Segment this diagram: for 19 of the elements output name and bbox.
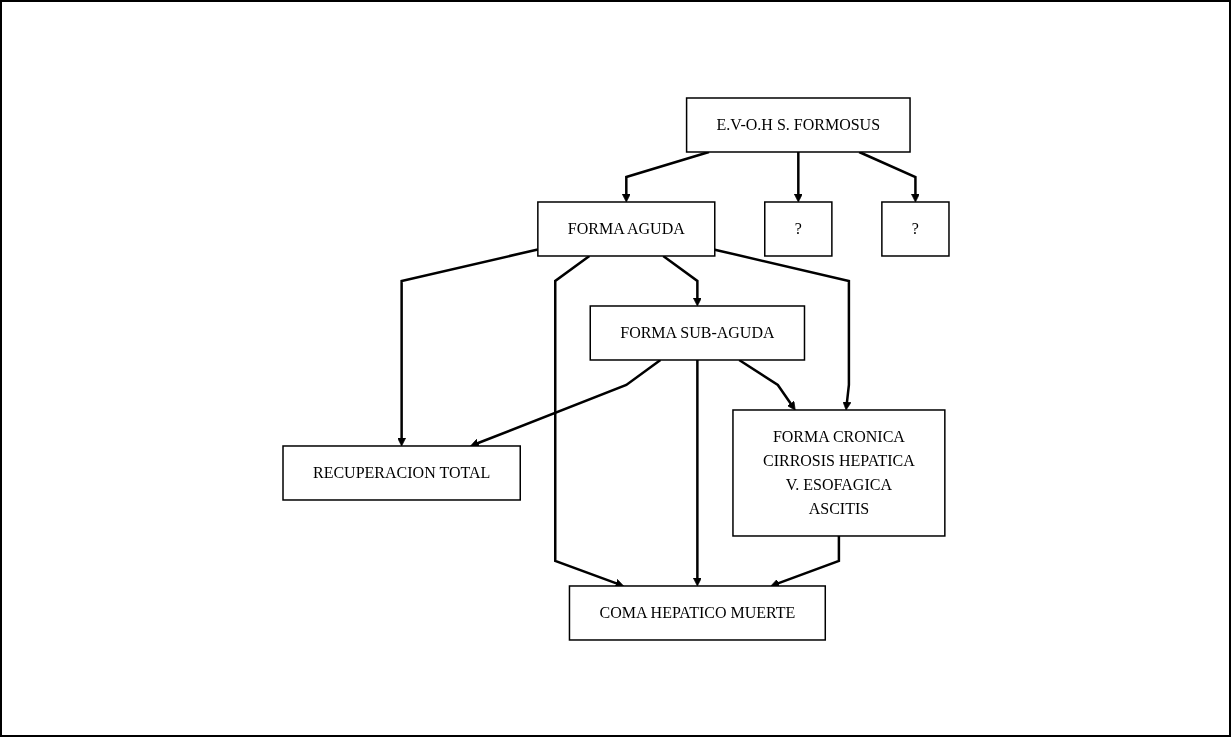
arrow xyxy=(661,254,702,306)
node-box: ? xyxy=(763,200,833,257)
node-box: FORMA AGUDA xyxy=(536,200,715,257)
arrow xyxy=(553,254,624,587)
arrow xyxy=(692,359,702,586)
node-box: COMA HEPATICO MUERTE xyxy=(568,584,826,641)
arrow xyxy=(714,247,851,410)
arrow xyxy=(858,150,920,202)
node-box: E.V-O.H S. FORMOSUS xyxy=(685,96,911,153)
arrow xyxy=(469,358,661,447)
arrow xyxy=(621,150,709,202)
arrow xyxy=(737,358,796,410)
arrow xyxy=(793,151,803,202)
node-box: ? xyxy=(880,200,950,257)
node-box: FORMA CRONICA CIRROSIS HEPATICA V. ESOFAGICA ASCITIS xyxy=(731,408,946,537)
arrow xyxy=(769,535,840,587)
node-box: FORMA SUB-AGUDA xyxy=(589,304,805,361)
node-box: RECUPERACION TOTAL xyxy=(281,444,521,501)
arrow xyxy=(396,247,538,446)
